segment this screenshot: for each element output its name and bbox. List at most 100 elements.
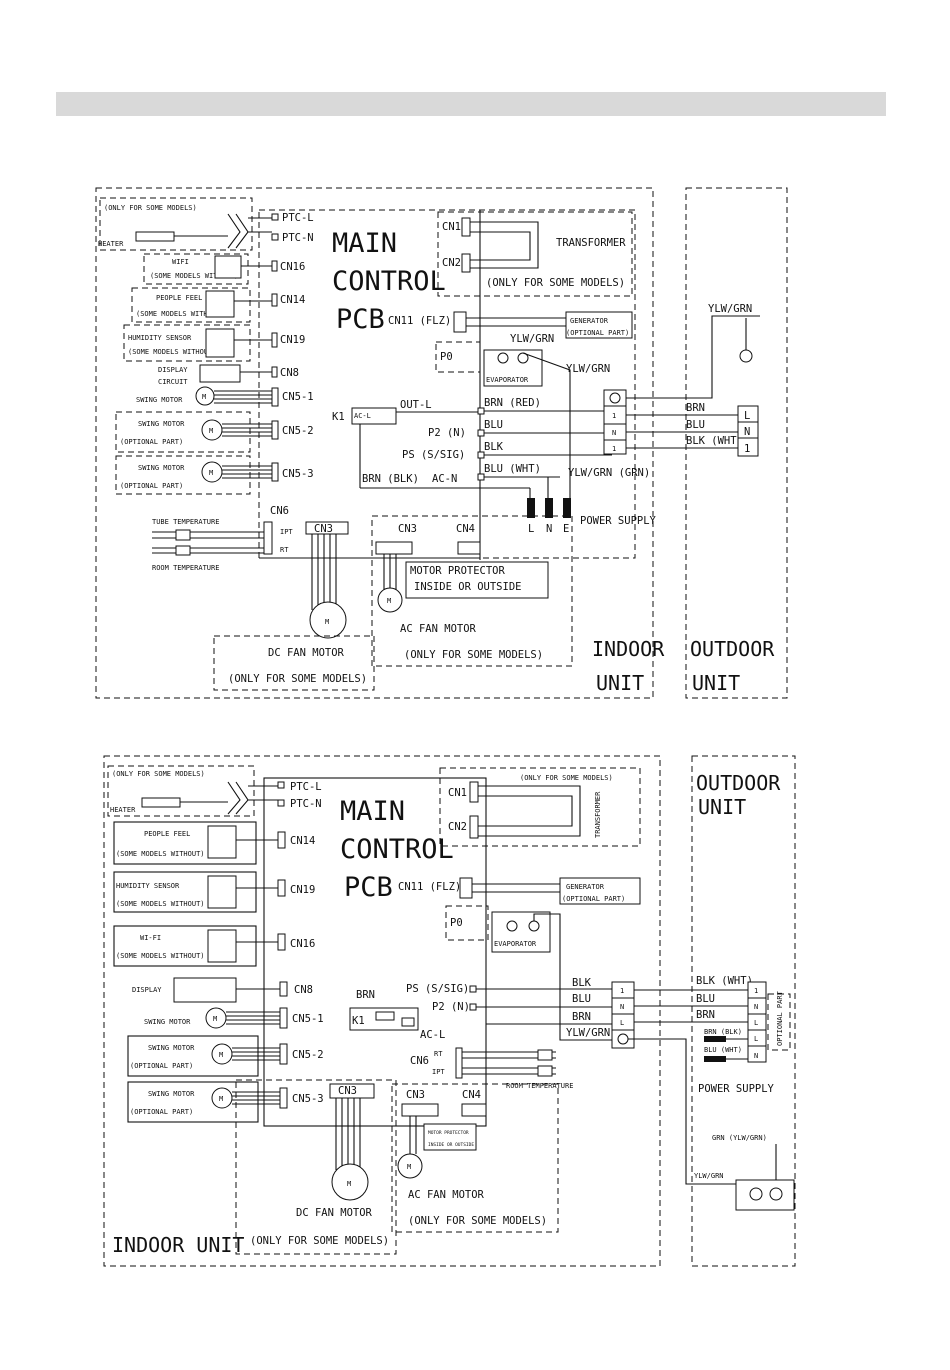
main-pcb-2-line2: CONTROL: [340, 834, 454, 865]
generator-sub-2: (OPTIONAL PART): [562, 895, 625, 903]
cn3b-label-2: CN3: [406, 1089, 425, 1101]
swing3-box: [115, 455, 251, 495]
ground-icon-2a: [749, 1187, 763, 1201]
dc-fan-motor-icon-2: [331, 1163, 369, 1201]
display-label-2: CIRCUIT: [158, 378, 188, 386]
ground-icon-2b: [769, 1187, 783, 1201]
display-label-1: DISPLAY: [158, 366, 188, 374]
main-pcb-box-2: [263, 777, 487, 1127]
indoor-label-1: INDOOR: [592, 637, 665, 661]
blk-label: BLK: [484, 441, 504, 453]
swing2-label-2: SWING MOTOR: [148, 1044, 195, 1052]
humidity-sub-2: (SOME MODELS WITHOUT): [116, 900, 205, 908]
svg-text:1: 1: [744, 443, 750, 455]
plug-l: L: [528, 523, 534, 535]
people-feel-label: PEOPLE FEEL: [156, 294, 202, 302]
p2-label: P2 (N): [428, 427, 466, 439]
ac-n-label: AC-N: [432, 473, 457, 485]
indoor-label-2b: INDOOR UNIT: [112, 1233, 244, 1257]
ylw-grn-label-2: YLW/GRN: [694, 1172, 724, 1180]
swing1-label-2: SWING MOTOR: [144, 1018, 191, 1026]
swing1-motor-icon: [195, 386, 215, 406]
room-temp-label-2: ROOM TEMPERATURE: [506, 1082, 573, 1090]
people-feel-sub: (SOME MODELS WITHOUT): [136, 310, 225, 318]
ptc-l-label: PTC-L: [282, 212, 314, 224]
out-blu-label: BLU: [686, 419, 705, 431]
ylw-grn-out-label: YLW/GRN: [708, 303, 752, 315]
heater-box-2: [107, 765, 255, 817]
svg-text:M: M: [219, 1095, 223, 1103]
rt-label-2: RT: [434, 1050, 443, 1058]
ac-l-label: AC-L: [354, 412, 371, 420]
svg-text:N: N: [744, 426, 750, 438]
brn-blk-2: BRN (BLK): [704, 1028, 742, 1036]
heater-box: [99, 197, 253, 251]
main-pcb-line1: MAIN: [332, 228, 397, 259]
indoor-unit-frame: [95, 187, 654, 699]
ptc-l-label-2: PTC-L: [290, 781, 322, 793]
cn8-label: CN8: [280, 367, 299, 379]
blu-wht-label: BLU (WHT): [484, 463, 541, 475]
ac-fan-box: [371, 515, 573, 667]
dc-fan-note-2: (ONLY FOR SOME MODELS): [250, 1235, 389, 1247]
wifi-box: [143, 253, 249, 285]
cn5-2-label: CN5-2: [282, 425, 314, 437]
rt-label: RT: [280, 546, 289, 554]
outdoor-label-2: UNIT: [692, 671, 740, 695]
cn3-label-2: CN3: [338, 1085, 357, 1097]
ylw-grn-a: YLW/GRN: [510, 333, 554, 345]
cn19-label: CN19: [280, 334, 305, 346]
ipt-label: IPT: [280, 528, 293, 536]
wifi-sub: (SOME MODELS WITHOUT): [150, 272, 239, 280]
brn-blk-label: BRN (BLK): [362, 473, 419, 485]
brn-label-2: BRN: [356, 989, 375, 1001]
outdoor-label-2-1: OUTDOOR: [696, 771, 781, 795]
svg-text:M: M: [325, 618, 329, 626]
swing2-sub-2: (OPTIONAL PART): [130, 1062, 193, 1070]
outdoor-unit-frame-2: [691, 755, 796, 1267]
blu-label: BLU: [484, 419, 503, 431]
dc-fan-motor-icon: [309, 601, 347, 639]
transformer-note: (ONLY FOR SOME MODELS): [486, 277, 625, 289]
wifi-box-2: [113, 925, 257, 967]
grn-label-2: GRN (YLW/GRN): [712, 1134, 767, 1142]
svg-text:1: 1: [620, 987, 624, 995]
dc-fan-label: DC FAN MOTOR: [268, 647, 345, 659]
optional-part-2: OPTIONAL PART: [776, 990, 784, 1046]
cn16-label-2: CN16: [290, 938, 315, 950]
cn16-label: CN16: [280, 261, 305, 273]
dc-fan-note: (ONLY FOR SOME MODELS): [228, 673, 367, 685]
transformer-note-2: (ONLY FOR SOME MODELS): [520, 774, 613, 782]
heater-note: (ONLY FOR SOME MODELS): [104, 204, 197, 212]
generator-label: GENERATOR: [570, 317, 609, 325]
cn5-1-label: CN5-1: [282, 391, 314, 403]
dc-fan-box-2: [235, 1079, 397, 1255]
svg-text:M: M: [219, 1051, 223, 1059]
svg-text:M: M: [407, 1163, 411, 1171]
w-ylw-2: YLW/GRN: [566, 1027, 610, 1039]
ac-fan-note-2: (ONLY FOR SOME MODELS): [408, 1215, 547, 1227]
svg-text:M: M: [387, 597, 391, 605]
cn14-label-2: CN14: [290, 835, 315, 847]
tube-temp-label: TUBE TEMPERATURE: [152, 518, 219, 526]
dc-fan-box: [213, 635, 375, 691]
diagram-2: (ONLY FOR SOME MODELS) HEATER PTC-L PTC-…: [103, 755, 796, 1267]
brn-red-label: BRN (RED): [484, 397, 541, 409]
room-temp-label: ROOM TEMPERATURE: [152, 564, 219, 572]
swing3-motor-icon: [201, 461, 223, 483]
display-label-2: DISPLAY: [132, 986, 162, 994]
plug-e: E: [563, 523, 569, 535]
transformer-box: [437, 211, 633, 297]
ground-box-2: [735, 1179, 795, 1211]
k1-label-2: K1: [352, 1015, 365, 1027]
cn5-1-label-2: CN5-1: [292, 1013, 324, 1025]
cn4-label: CN4: [456, 523, 475, 535]
svg-text:N: N: [754, 1052, 758, 1060]
motor-protector-box-2: [423, 1123, 477, 1151]
ptc-n-label: PTC-N: [282, 232, 314, 244]
out-l-label: OUT-L: [400, 399, 432, 411]
cn6-label-2: CN6: [410, 1055, 429, 1067]
main-pcb-line3: PCB: [336, 304, 385, 335]
ptc-n-label-2: PTC-N: [290, 798, 322, 810]
